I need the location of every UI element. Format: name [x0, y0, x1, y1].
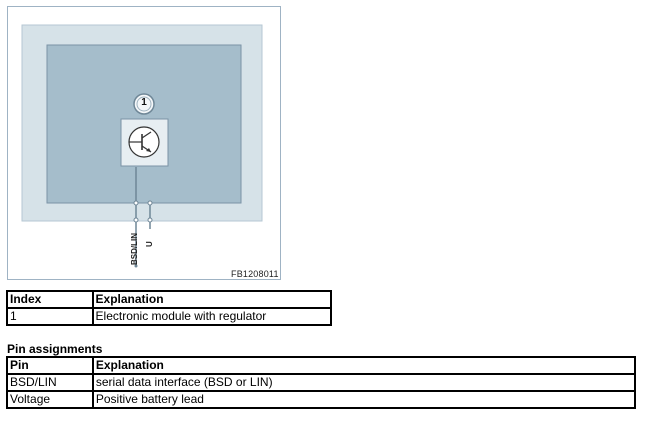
pin-label-bsd-lin: BSD/LIN — [130, 233, 139, 265]
pin-cell: BSD/LIN — [6, 373, 94, 392]
pin-assignments-title: Pin assignments — [7, 342, 103, 356]
explanation-header: Explanation — [91, 290, 333, 309]
pin-explanation-cell: Positive battery lead — [91, 390, 637, 409]
index-table: Index Explanation 1 Electronic module wi… — [6, 290, 333, 326]
table-row: 1 Electronic module with regulator — [6, 307, 333, 326]
pin-table: Pin Explanation BSD/LIN serial data inte… — [6, 356, 637, 409]
table-row: BSD/LIN serial data interface (BSD or LI… — [6, 373, 637, 392]
pin-table-header: Pin Explanation — [6, 356, 637, 375]
pin-cell: Voltage — [6, 390, 94, 409]
diagram-drawing — [21, 24, 263, 268]
index-badge: 1 — [141, 97, 147, 108]
pin-explanation-cell: serial data interface (BSD or LIN) — [91, 373, 637, 392]
pin-header: Pin — [6, 356, 94, 375]
table-row: Voltage Positive battery lead — [6, 390, 637, 409]
pin-explanation-header: Explanation — [91, 356, 637, 375]
index-table-header: Index Explanation — [6, 290, 333, 309]
index-cell: 1 — [6, 307, 94, 326]
figure-code: FB1208011 — [231, 269, 279, 279]
index-header: Index — [6, 290, 94, 309]
module-diagram: 1 BSD/LIN U FB1208011 — [7, 6, 281, 280]
pin-label-u: U — [145, 241, 154, 247]
explanation-cell: Electronic module with regulator — [91, 307, 333, 326]
